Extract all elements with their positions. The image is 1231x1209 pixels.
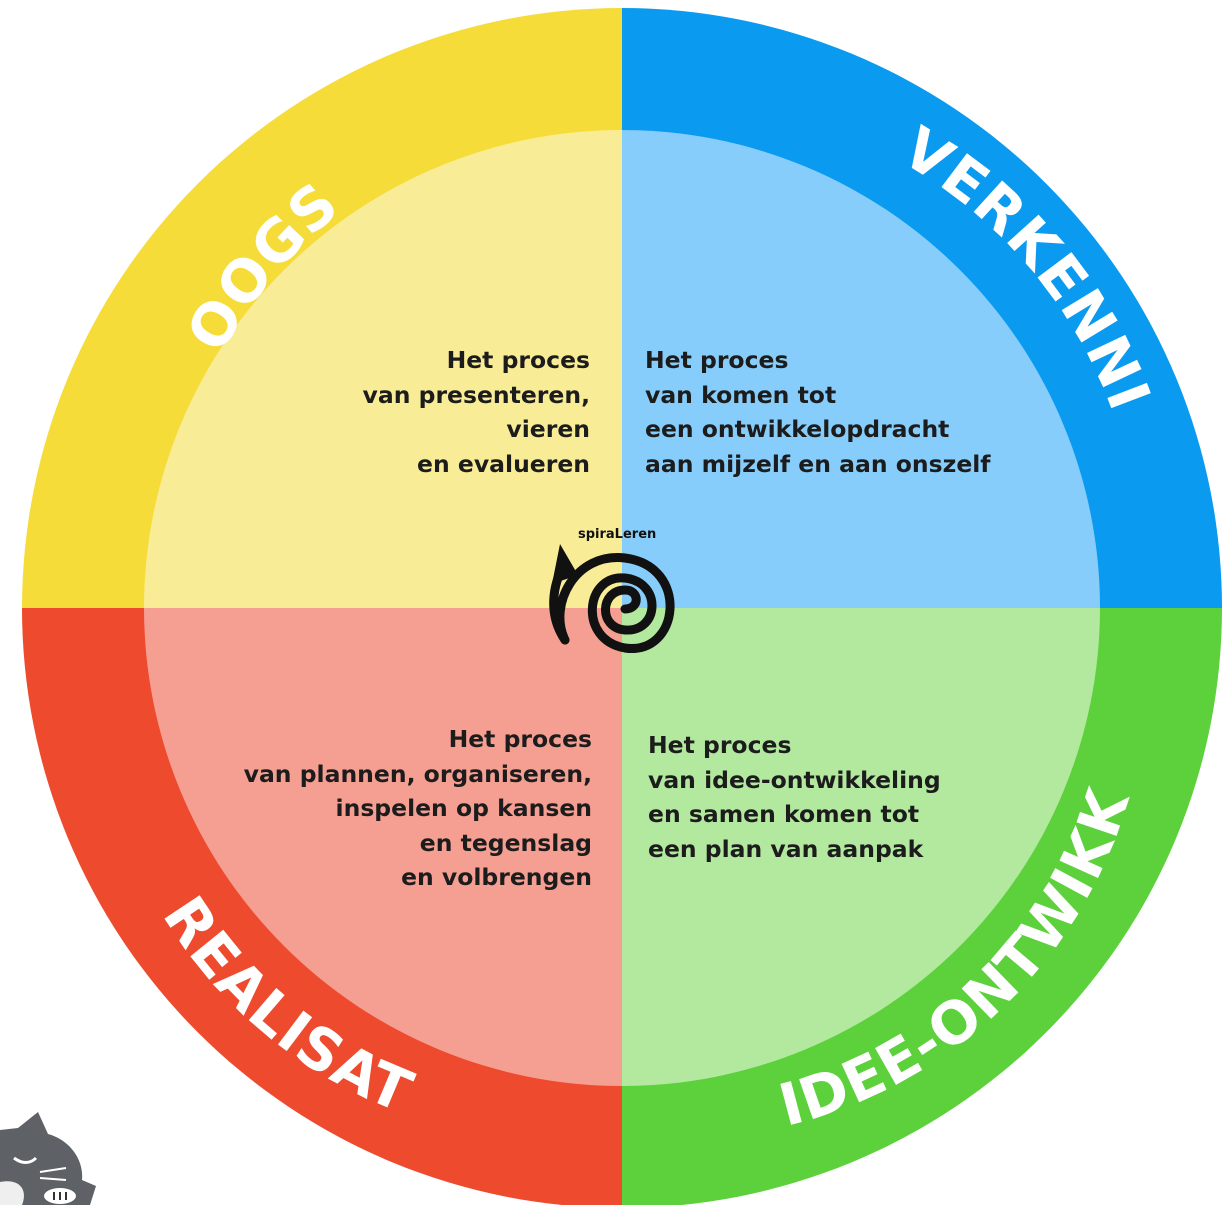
oogst-description-line: en evalueren	[417, 449, 590, 478]
spiraleren-logo-label: spiraLeren	[578, 527, 656, 542]
idee-ontwikkeling-description-line: een plan van aanpak	[648, 834, 924, 863]
oogst-description-line: Het proces	[446, 346, 590, 374]
idee-ontwikkeling-description: Het proces van idee-ontwikkeling en same…	[648, 728, 941, 866]
idee-ontwikkeling-description-line: Het proces	[648, 731, 792, 759]
spiral-arrow-icon	[549, 544, 675, 653]
idee-ontwikkeling-description-line: en samen komen tot	[648, 800, 920, 828]
verkenning-description-line: een ontwikkelopdracht	[645, 415, 950, 443]
realisatie-description-line: Het proces	[448, 725, 592, 753]
oogst-description-line: van presenteren,	[362, 380, 590, 409]
verkenning-description-line: van komen tot	[645, 380, 837, 409]
realisatie-description-line: van plannen, organiseren,	[243, 759, 592, 788]
oogst-description-line: vieren	[506, 415, 590, 443]
realisatie-description-line: en tegenslag	[419, 828, 592, 857]
oogst-description: Het proces van presenteren, vieren en ev…	[363, 343, 590, 481]
realisatie-description-line: en volbrengen	[401, 863, 592, 891]
idee-ontwikkeling-inner-area	[622, 608, 1100, 1086]
idee-ontwikkeling-description-line: van idee-ontwikkeling	[648, 765, 941, 794]
verkenning-description-line: Het proces	[645, 346, 789, 374]
realisatie-description: Het proces van plannen, organiseren, ins…	[244, 722, 592, 895]
verkenning-description-line: aan mijzelf en aan onszelf	[645, 449, 991, 478]
verkenning-description: Het proces van komen tot een ontwikkelop…	[645, 343, 991, 481]
cat-mascot-icon	[0, 1112, 96, 1205]
realisatie-description-line: inspelen op kansen	[335, 794, 592, 822]
verkenning-inner-area	[622, 130, 1100, 608]
realisatie-inner-area	[144, 608, 622, 1086]
oogst-inner-area	[144, 130, 622, 608]
